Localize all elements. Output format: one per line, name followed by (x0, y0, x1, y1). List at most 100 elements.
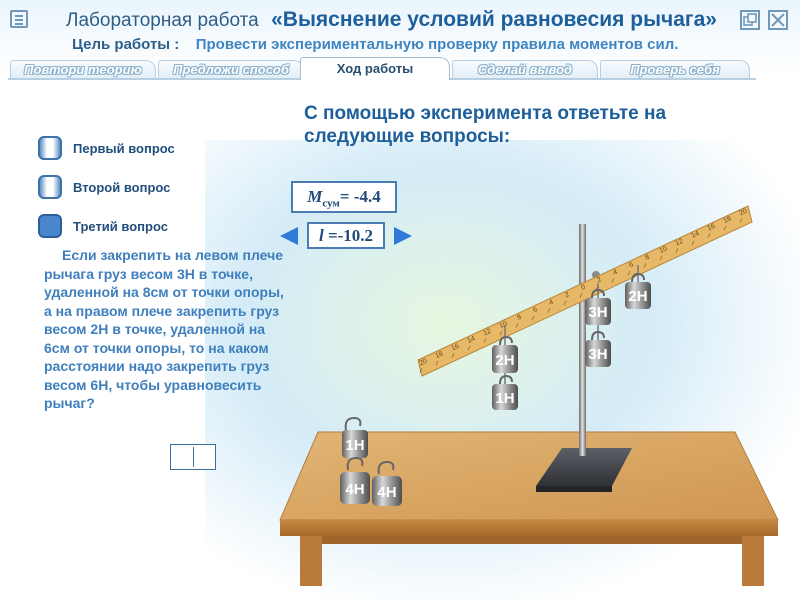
ruler-tick-mark (467, 345, 471, 351)
goal-text: Провести экспериментальную проверку прав… (195, 36, 679, 53)
weight-right-top[interactable]: 3Н (585, 288, 611, 325)
ruler-tick-label: 10 (658, 245, 668, 255)
tab-self-check[interactable]: Проверь себя (600, 60, 750, 78)
tab-procedure[interactable]: Ход работы (300, 57, 450, 80)
ruler-tick-mark (707, 233, 711, 238)
ruler-tick-mark (499, 330, 503, 336)
ruler-tick-mark (627, 270, 631, 276)
ruler-tick-label: 8 (516, 314, 523, 322)
table-weight-right[interactable]: 4Н (372, 460, 402, 506)
increase-length-arrow-icon[interactable] (394, 227, 412, 245)
decrease-length-arrow-icon[interactable] (280, 227, 298, 245)
table-weight-top[interactable]: 1Н (342, 416, 368, 458)
ruler-tick-label: 8 (644, 254, 651, 262)
ruler-tick-label: 6 (628, 261, 635, 269)
ruler-tick-label: 12 (674, 238, 684, 248)
restore-window-icon[interactable] (740, 10, 760, 30)
tab-make-conclusion[interactable]: Сделай вывод (452, 60, 598, 78)
second-question-label: Второй вопрос (73, 179, 171, 195)
tab-bar: Повтори теорию Предложи способ Ход работ… (0, 57, 800, 80)
moment-subscript: сум (322, 197, 340, 210)
ruler-tick-mark (547, 308, 551, 313)
weight-label: 1Н (345, 437, 364, 454)
ruler-tick-label: 4 (612, 269, 619, 277)
question-button-box (38, 136, 62, 160)
answer-input[interactable] (170, 444, 216, 470)
ruler-tick-label: 6 (532, 306, 539, 314)
ruler-tick-mark (739, 218, 743, 223)
ruler-tick-label: 0 (580, 284, 587, 292)
ruler-tick-mark (643, 263, 647, 268)
length-value: -10.2 (337, 226, 374, 245)
table-weight-left[interactable]: 4Н (340, 456, 370, 504)
ruler-tick-label: 16 (706, 223, 716, 233)
ruler-tick-mark (723, 225, 727, 231)
ruler-tick-mark (515, 323, 519, 328)
equals-sign: = (339, 187, 350, 206)
ruler-tick-mark (675, 248, 679, 253)
ruler-tick-label: 16 (450, 343, 460, 353)
weight-left-lower[interactable]: 1Н (492, 374, 518, 410)
ruler-tick-mark (563, 300, 567, 306)
text-cursor (193, 447, 194, 467)
ruler-tick-mark (691, 240, 695, 246)
page-heading: С помощью эксперимента ответьте на следу… (304, 103, 667, 147)
first-question-button[interactable]: Первый вопрос (38, 136, 175, 160)
problem-text: Если закрепить на левом плече рычага гру… (44, 247, 284, 411)
first-question-label: Первый вопрос (73, 140, 175, 156)
weight-label: 4Н (377, 484, 396, 501)
lab-title: «Выяснение условий равновесия рычага» (271, 8, 717, 31)
weight-label: 4Н (345, 481, 364, 498)
menu-icon[interactable] (10, 10, 28, 28)
table (279, 431, 779, 586)
ruler-tick-label: 14 (690, 230, 700, 240)
ruler-tick-label: 2 (564, 291, 571, 299)
ruler-tick-mark (579, 293, 583, 298)
ruler-tick-mark (611, 278, 615, 283)
window-controls (740, 10, 788, 30)
weight-right-far[interactable]: 2Н (625, 272, 651, 309)
moment-symbol: M (307, 187, 323, 206)
tab-repeat-theory[interactable]: Повтори теорию (10, 60, 156, 78)
ruler-tick-label: 2 (596, 276, 603, 284)
ruler-tick-label: 12 (482, 328, 492, 338)
weight-right-bottom[interactable]: 3Н (585, 330, 611, 367)
ruler-tick-label: 18 (722, 215, 732, 225)
ruler-tick-label: 14 (466, 335, 476, 345)
weight-label: 2Н (628, 288, 647, 305)
ruler-tick-mark (483, 338, 487, 343)
arm-length-readout: l =-10.2 (307, 222, 385, 249)
weight-label: 2Н (495, 352, 514, 369)
question-button-box (38, 175, 62, 199)
ruler-tick-label: 20 (418, 358, 428, 368)
second-question-button[interactable]: Второй вопрос (38, 175, 170, 199)
goal-label: Цель работы : (72, 36, 180, 53)
weight-label: 3Н (588, 304, 607, 321)
lab-subtitle: Лабораторная работа (66, 10, 259, 31)
equals-sign: = (323, 226, 338, 245)
weight-label: 1Н (495, 390, 514, 407)
length-symbol: l (318, 226, 324, 245)
third-question-label: Третий вопрос (73, 218, 168, 234)
ruler-tick-mark (451, 353, 455, 358)
ruler-tick-mark (531, 315, 535, 321)
weight-label: 3Н (588, 346, 607, 363)
tab-suggest-method[interactable]: Предложи способ (158, 60, 304, 78)
goal-row: Цель работы : Провести экспериментальную… (72, 36, 678, 54)
ruler-tick-label: 20 (738, 208, 748, 218)
ruler-tick-mark (659, 255, 663, 261)
moment-value: -4.4 (353, 187, 381, 206)
close-icon[interactable] (768, 10, 788, 30)
title-row: Лабораторная работа «Выяснение условий р… (66, 8, 717, 32)
third-question-button[interactable]: Третий вопрос (38, 214, 168, 238)
ruler-tick-label: 4 (548, 299, 555, 307)
weight-left-upper[interactable]: 2Н (492, 335, 518, 373)
question-button-box (38, 214, 62, 238)
moment-sum-readout: Mсум= -4.4 (291, 181, 397, 213)
ruler-tick-label: 18 (434, 350, 444, 360)
ruler-tick-label: 10 (498, 320, 508, 330)
